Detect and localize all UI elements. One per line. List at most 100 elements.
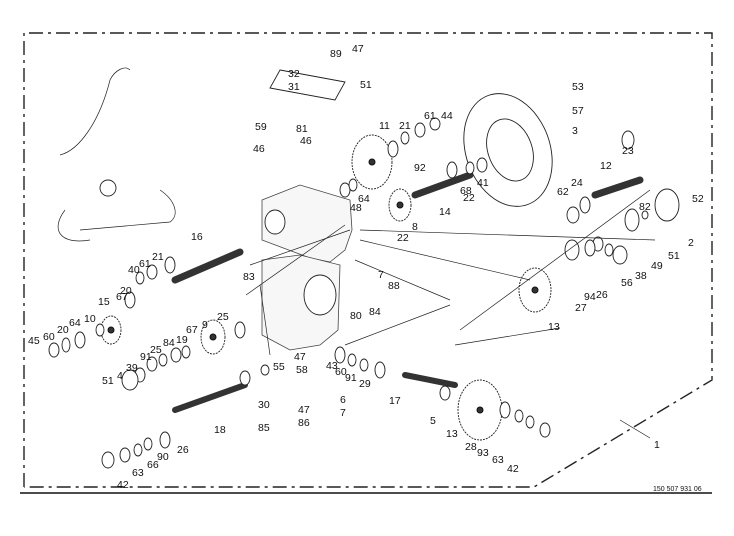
ring-or-bearing <box>48 342 60 358</box>
ring-or-bearing <box>621 130 635 150</box>
ring-or-bearing <box>170 347 182 363</box>
callout-94: 94 <box>584 291 596 303</box>
callout-46: 46 <box>253 143 265 155</box>
callout-19: 19 <box>176 334 188 346</box>
callout-17: 17 <box>389 395 401 407</box>
callout-49: 49 <box>651 260 663 272</box>
callout-93: 93 <box>477 447 489 459</box>
crown-gear-13-hub <box>476 406 484 414</box>
callout-81: 81 <box>296 123 308 135</box>
callout-39: 39 <box>126 362 138 374</box>
callout-92: 92 <box>414 162 426 174</box>
ring-or-bearing <box>146 264 158 280</box>
callout-59: 59 <box>255 121 267 133</box>
callout-30: 30 <box>258 399 270 411</box>
cover-plate <box>269 69 346 101</box>
callout-47: 47 <box>352 43 364 55</box>
ring-or-bearing <box>564 239 580 261</box>
callout-22: 22 <box>463 192 475 204</box>
ring-or-bearing <box>339 182 351 198</box>
callout-47: 47 <box>294 351 306 363</box>
callout-32: 32 <box>288 68 300 80</box>
callout-29: 29 <box>359 378 371 390</box>
callout-31: 31 <box>288 81 300 93</box>
callout-11: 11 <box>379 120 390 132</box>
callout-41: 41 <box>477 177 489 189</box>
center-line <box>359 239 531 281</box>
shaft-12 <box>591 176 644 199</box>
callout-86: 86 <box>298 417 310 429</box>
ring-or-bearing <box>624 208 640 232</box>
callout-85: 85 <box>258 422 270 434</box>
callout-64: 64 <box>69 317 81 329</box>
callout-25: 25 <box>150 344 162 356</box>
callout-60: 60 <box>335 366 347 378</box>
ring-or-bearing <box>121 369 139 391</box>
parts-layer <box>48 67 680 469</box>
callout-61: 61 <box>424 110 436 122</box>
callout-26: 26 <box>596 289 608 301</box>
callout-84: 84 <box>163 337 175 349</box>
callout-63: 63 <box>132 467 144 479</box>
callout-52: 52 <box>692 193 704 205</box>
ring-or-bearing <box>465 161 475 175</box>
assembly-callout: 1 <box>654 439 660 451</box>
callout-84: 84 <box>369 306 381 318</box>
callout-66: 66 <box>147 459 159 471</box>
ring-or-bearing <box>348 178 358 192</box>
callout-20: 20 <box>120 285 132 297</box>
callout-83: 83 <box>243 271 255 283</box>
ring-or-bearing <box>579 196 591 214</box>
callout-13: 13 <box>446 428 458 440</box>
callout-42: 42 <box>117 479 129 491</box>
ring-or-bearing <box>654 188 680 222</box>
ring-or-bearing <box>158 353 168 367</box>
ring-or-bearing <box>539 422 551 438</box>
callout-42: 42 <box>507 463 519 475</box>
center-line <box>249 229 351 266</box>
callout-67: 67 <box>186 324 198 336</box>
shaft-18 <box>172 382 248 413</box>
center-line <box>459 189 651 331</box>
center-line <box>259 284 271 356</box>
ring-or-bearing <box>95 323 105 337</box>
ring-or-bearing <box>124 291 136 309</box>
callout-68: 68 <box>460 185 472 197</box>
callout-14: 14 <box>439 206 451 218</box>
callout-89: 89 <box>330 48 342 60</box>
center-line <box>245 224 346 296</box>
hydraulic-lines <box>57 67 176 242</box>
pump-unit <box>99 179 117 197</box>
callout-51: 51 <box>102 375 114 387</box>
ring-or-bearing <box>260 364 270 376</box>
shaft-17 <box>402 372 458 388</box>
callout-57: 57 <box>572 105 584 117</box>
callout-82: 82 <box>639 201 651 213</box>
callout-7: 7 <box>340 407 346 419</box>
center-line <box>359 229 656 241</box>
callout-46: 46 <box>300 135 312 147</box>
bevel-gear-13-hub <box>531 286 539 294</box>
ring-or-bearing <box>359 358 369 372</box>
ring-or-bearing <box>159 431 171 449</box>
ring-or-bearing <box>566 206 580 224</box>
ring-or-bearing <box>135 271 145 285</box>
ring-or-bearing <box>101 451 115 469</box>
callout-91: 91 <box>345 372 357 384</box>
gear-8-hub <box>396 201 404 209</box>
ring-or-bearing <box>400 131 410 145</box>
shaft-14 <box>411 171 474 199</box>
callout-55: 55 <box>273 361 285 373</box>
callout-51: 51 <box>668 250 680 262</box>
callout-53: 53 <box>572 81 584 93</box>
callout-80: 80 <box>350 310 362 322</box>
upper-housing <box>261 184 353 263</box>
callout-58: 58 <box>296 364 308 376</box>
callout-62: 62 <box>557 186 569 198</box>
shaft-16 <box>171 248 244 284</box>
ring-or-bearing <box>143 437 153 451</box>
callout-67: 67 <box>116 291 128 303</box>
callout-26: 26 <box>177 444 189 456</box>
housing-bore <box>303 274 337 316</box>
